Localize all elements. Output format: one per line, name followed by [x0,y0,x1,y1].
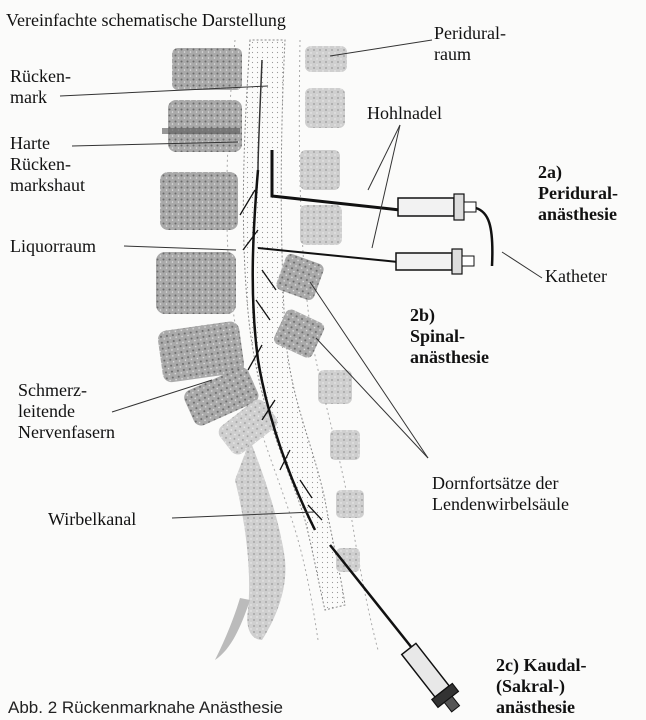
procedure-2a: 2a) Peridural- anästhesie [538,162,618,225]
label-wirbelkanal: Wirbelkanal [48,509,136,530]
label-hohlnadel: Hohlnadel [367,103,442,124]
syringe-2c [399,641,466,717]
label-rueckenmark: Rücken- mark [10,66,71,108]
syringe-2a [398,194,476,220]
label-liquorraum: Liquorraum [10,236,96,257]
figure-title: Vereinfachte schematische Darstellung [6,10,286,31]
syringe-2b [396,249,474,274]
label-dornfortsaetze: Dornfortsätze der Lendenwirbelsäule [432,473,569,515]
label-harte-rueckenmarkshaut: Harte Rücken- markshaut [10,133,85,196]
label-katheter: Katheter [545,266,607,287]
catheter [476,208,492,266]
figure-caption: Abb. 2 Rückenmarknahe Anästhesie [8,697,283,718]
label-peridural-raum: Peridural- raum [434,23,506,65]
procedure-2b: 2b) Spinal- anästhesie [410,305,489,368]
procedure-2c: 2c) Kaudal- (Sakral-) anästhesie [496,655,587,718]
label-schmerzleitende-nervenfasern: Schmerz- leitende Nervenfasern [18,380,115,443]
